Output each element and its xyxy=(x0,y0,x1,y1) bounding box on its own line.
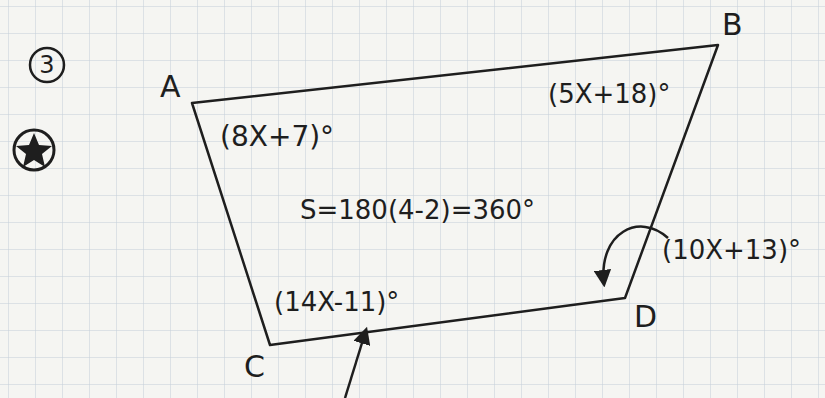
angle-label: (5X+18)° xyxy=(548,80,671,109)
angle-sum-formula: S=180(4-2)=360° xyxy=(300,196,535,225)
angle-label: (8X+7)° xyxy=(220,122,334,153)
pointer-arrow xyxy=(603,227,668,284)
quadrilateral xyxy=(192,45,718,345)
vertex-label: B xyxy=(722,8,743,41)
vertex-label: A xyxy=(160,70,181,103)
angle-label: (14X-11)° xyxy=(274,288,399,317)
star-circle xyxy=(14,130,54,170)
vertex-label: C xyxy=(244,350,265,383)
vertex-label: D xyxy=(634,300,657,333)
angle-label: (10X+13)° xyxy=(662,236,801,265)
star-symbol xyxy=(16,133,52,167)
problem-number: 3 xyxy=(28,46,66,84)
pointer-arrow xyxy=(345,330,366,398)
number-text: 3 xyxy=(28,46,66,78)
